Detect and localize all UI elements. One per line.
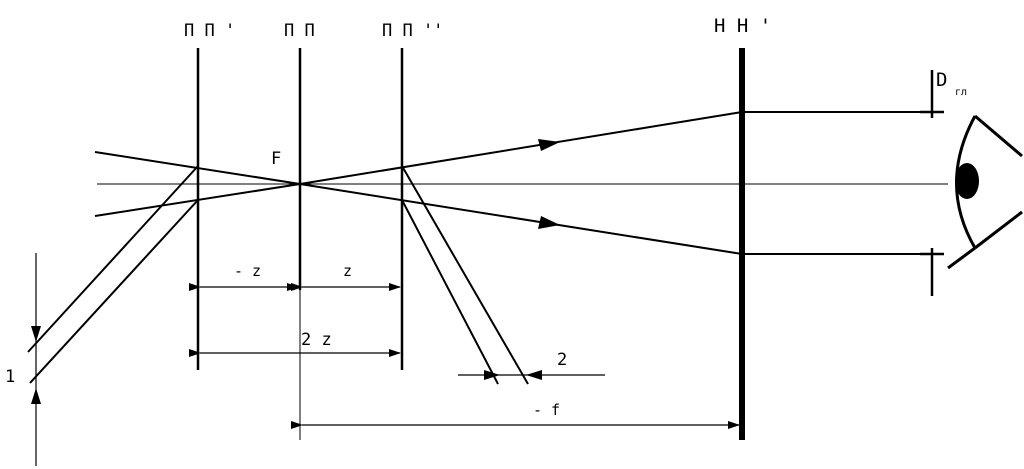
ray-two-label: 2 xyxy=(557,350,567,370)
bundle-two-ray-b xyxy=(401,199,499,385)
ray-upper-outgoing xyxy=(299,111,743,185)
plane-left-label: П П ' xyxy=(184,21,235,41)
bundle-one-ray-b xyxy=(29,199,199,384)
dim-two-arrow-right xyxy=(526,370,542,380)
plane-right-label: П П '' xyxy=(382,21,443,41)
dim-one-arrow-bottom xyxy=(31,388,41,404)
dim-left-label: - z xyxy=(234,262,261,280)
dim-right-label: z xyxy=(343,262,352,280)
pupil-subscript: гл xyxy=(955,87,967,98)
focus-label: F xyxy=(271,149,281,169)
bundle-one-ray-a xyxy=(27,165,199,353)
ray-lower-outgoing xyxy=(299,183,743,255)
ray-lower-arrowhead xyxy=(538,216,560,229)
eye-icon xyxy=(947,114,1023,270)
plane-mid-label: П П xyxy=(284,21,315,41)
dim-total-label: 2 z xyxy=(301,330,332,350)
bundle-two-ray-a xyxy=(401,165,529,385)
dim-two-arrow-left xyxy=(484,370,500,380)
focal-label: - f xyxy=(533,401,560,419)
dim-one-arrow-top xyxy=(31,326,41,342)
ray-one-label: 1 xyxy=(5,367,15,387)
pupil-label: D xyxy=(936,69,947,91)
ray-upper-arrowhead xyxy=(538,139,560,151)
principal-plane-label: Н Н ' xyxy=(714,15,771,37)
